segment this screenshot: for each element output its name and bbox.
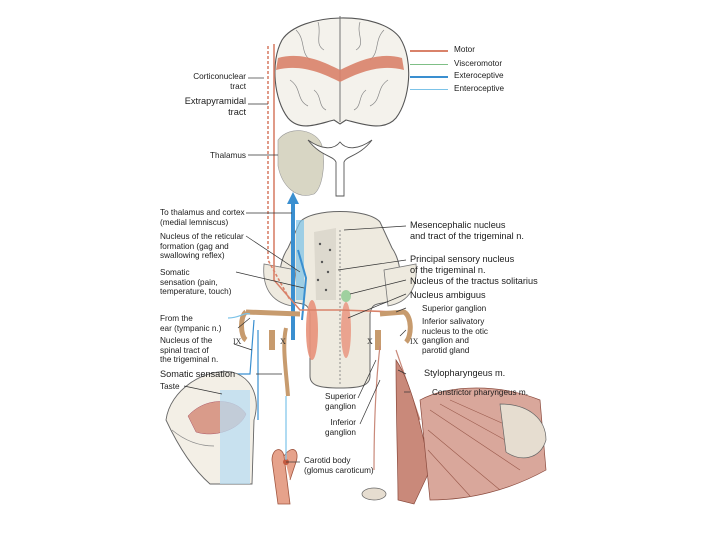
legend-label-motor: Motor xyxy=(454,45,475,54)
label-thalamus: Thalamus xyxy=(196,151,246,161)
legend-line-visceromotor xyxy=(410,64,448,65)
legend-line-motor xyxy=(410,50,448,52)
nerve-label-x-left: X xyxy=(280,337,286,346)
legend-label-exteroceptive: Exteroceptive xyxy=(454,71,504,80)
label-carotid-body: Carotid body (glomus caroticum) xyxy=(304,456,394,475)
nerve-label-x-right: X xyxy=(367,337,373,346)
label-superior-ganglion-right: Superior ganglion xyxy=(422,304,512,314)
label-to-thalamus-cortex: To thalamus and cortex (medial lemniscus… xyxy=(160,208,260,227)
label-reticular-formation: Nucleus of the reticular formation (gag … xyxy=(160,232,260,261)
label-somatic-sensation-pain: Somatic sensation (pain, temperature, to… xyxy=(160,268,260,297)
legend-label-enteroceptive: Enteroceptive xyxy=(454,84,504,93)
label-inferior-ganglion: Inferior ganglion xyxy=(310,418,356,437)
label-nucleus-ambiguus: Nucleus ambiguus xyxy=(410,290,510,301)
legend-line-enteroceptive xyxy=(410,89,448,90)
label-somatic-sensation: Somatic sensation xyxy=(160,369,260,380)
label-stylopharyngeus: Stylopharyngeus m. xyxy=(424,368,524,379)
pharynx-muscles-right xyxy=(362,360,546,504)
label-corticonuclear-tract: Corticonuclear tract xyxy=(180,72,246,91)
label-taste: Taste xyxy=(160,382,200,392)
label-from-ear: From the ear (tympanic n.) xyxy=(160,314,250,333)
label-superior-ganglion-left: Superior ganglion xyxy=(310,392,356,411)
nerve-label-ix-right: IX xyxy=(410,337,418,346)
label-mesencephalic-nucleus: Mesencephalic nucleus and tract of the t… xyxy=(410,220,550,241)
label-extrapyramidal-tract: Extrapyramidal tract xyxy=(176,96,246,117)
carotid-artery xyxy=(272,396,297,504)
thalamus-shape xyxy=(278,131,372,196)
label-inferior-salivatory-nucleus: Inferior salivatory nucleus to the otic … xyxy=(422,317,522,355)
legend-line-exteroceptive xyxy=(410,76,448,78)
legend-label-visceromotor: Visceromotor xyxy=(454,59,502,68)
label-tractus-solitarius: Nucleus of the tractus solitarius xyxy=(410,276,570,287)
brain-top-view xyxy=(275,16,409,126)
nerve-label-ix-left: IX xyxy=(233,337,241,346)
label-principal-sensory-nucleus: Principal sensory nucleus of the trigemi… xyxy=(410,254,540,275)
label-constrictor-pharyngeus: Constrictor pharyngeus m. xyxy=(432,388,542,398)
